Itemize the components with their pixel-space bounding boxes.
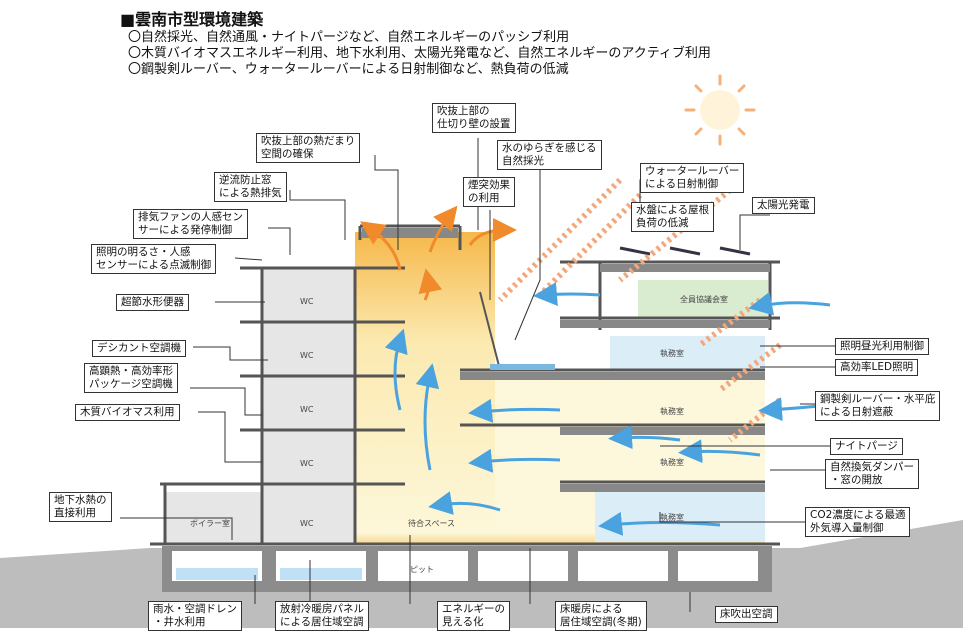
label-energy-visual: エネルギーの 見える化 xyxy=(437,601,510,631)
label-damper: 自然換気ダンパー ・窓の開放 xyxy=(825,459,919,489)
slab-bands xyxy=(362,228,770,492)
rain-tank-water xyxy=(176,568,258,580)
label-fukinuke-partition: 吹抜上部の 仕切り壁の設置 xyxy=(432,103,516,133)
label-package-ac: 高顕熱・高効率形 パッケージ空調機 xyxy=(84,363,178,393)
label-backflow-window: 逆流防止窓 による熱排気 xyxy=(214,172,287,202)
room-wc-3: WC xyxy=(300,405,314,414)
label-desiccant: デシカント空調機 xyxy=(92,340,186,357)
header: ■雲南市型環境建築 〇自然採光、自然通風・ナイトパージなど、自然エネルギーのパッ… xyxy=(120,10,711,78)
room-wc-5: WC xyxy=(300,519,314,528)
pit-cells xyxy=(172,551,758,581)
atrium-space xyxy=(355,232,495,544)
room-waiting: 待合スペース xyxy=(408,518,455,528)
room-wc-4: WC xyxy=(300,459,314,468)
label-floor-outlet: 床吹出空調 xyxy=(715,606,778,623)
room-wc-1: WC xyxy=(300,297,314,306)
label-floor-heating: 床暖房による 居住域空調(冬期) xyxy=(555,601,647,631)
solar-panels xyxy=(619,246,751,256)
water-louver-glass xyxy=(479,291,501,371)
label-led: 高効率LED照明 xyxy=(835,359,919,376)
office-blue-room-2 xyxy=(610,336,765,370)
label-biomass: 木質バイオマス利用 xyxy=(75,404,180,421)
label-lighting-sensor: 照明の明るさ・人感 センサーによる点滅制御 xyxy=(91,244,217,274)
label-daylight-control: 照明昼光利用制御 xyxy=(835,338,929,355)
label-super-water-toilet: 超節水形便器 xyxy=(116,294,189,311)
room-office-4: 執務室 xyxy=(660,512,684,522)
service-core xyxy=(262,268,355,544)
office-blue-room xyxy=(595,492,765,542)
label-night-purge: ナイトパージ xyxy=(830,438,903,455)
room-assembly: 全員協議会室 xyxy=(680,294,728,304)
room-pit: ピット xyxy=(410,565,434,574)
label-water-louver: ウォータールーバー による日射制御 xyxy=(640,163,745,193)
sun-icon xyxy=(684,74,756,146)
label-fukinuke-heat: 吹抜上部の熱だまり 空間の確保 xyxy=(256,133,361,163)
assembly-room xyxy=(638,280,768,318)
rain-tank-water-2 xyxy=(280,568,362,580)
label-co2: CO2濃度による最適 外気導入量制御 xyxy=(805,507,911,537)
bullet-3: 〇鋼製剣ルーバー、ウォータールーバーによる日射制御など、熱負荷の低減 xyxy=(128,62,569,77)
label-exhaust-fan: 排気ファンの人感セン サーによる発停制御 xyxy=(133,209,248,239)
label-rainwater: 雨水・空調ドレン ・井水利用 xyxy=(148,601,242,631)
room-boiler: ボイラー室 xyxy=(190,518,230,528)
room-office-1: 執務室 xyxy=(660,348,684,358)
label-solar-pv: 太陽光発電 xyxy=(752,197,815,214)
label-water-light: 水のゆらぎを感じる 自然採光 xyxy=(497,140,602,170)
room-office-3: 執務室 xyxy=(660,457,684,467)
label-groundwater: 地下水熱の 直接利用 xyxy=(49,492,112,522)
room-office-2: 執務室 xyxy=(660,406,684,416)
label-chimney: 煙突効果 の利用 xyxy=(463,177,515,207)
label-steel-louver: 鋼製剣ルーバー・水平庇 による日射遮蔽 xyxy=(815,391,941,421)
leader-lines xyxy=(120,138,835,612)
bullet-1: 〇自然採光、自然通風・ナイトパージなど、自然エネルギーのパッシブ利用 xyxy=(128,30,570,45)
water-pond xyxy=(490,364,555,370)
airflow-arrows xyxy=(384,282,831,536)
label-roof-pond: 水盤による屋根 負荷の低減 xyxy=(631,202,715,232)
room-wc-2: WC xyxy=(300,351,314,360)
diagram-title: ■雲南市型環境建築 xyxy=(120,10,264,29)
label-radiant-panel: 放射冷暖房パネル による居住域空調 xyxy=(275,601,369,631)
heat-arrows xyxy=(360,205,517,301)
bullet-2: 〇木質バイオマスエネルギー利用、地下水利用、太陽光発電など、自然エネルギーのアク… xyxy=(128,46,711,61)
